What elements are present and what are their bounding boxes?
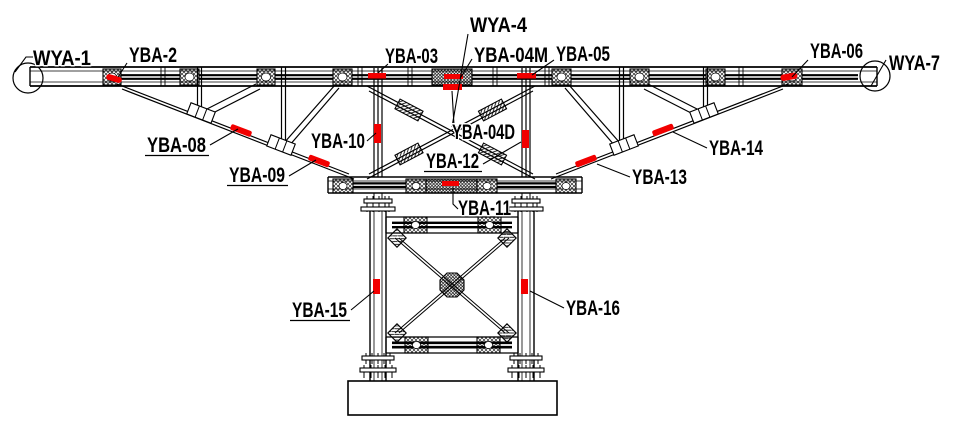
right-king-post bbox=[521, 68, 531, 177]
left-vertical-2 bbox=[280, 67, 287, 145]
leader-lines bbox=[14, 33, 887, 311]
gauge-yba14 bbox=[652, 123, 674, 137]
left-fan-diagonal-2 bbox=[283, 84, 340, 147]
strain-gauge-markers bbox=[106, 72, 798, 294]
gauge-yba12 bbox=[522, 130, 529, 148]
label-yba04d: YBA-04D bbox=[452, 121, 515, 144]
gauge-yba13 bbox=[575, 154, 597, 168]
right-main-diagonal bbox=[550, 83, 789, 180]
upper-tie-beam bbox=[385, 216, 519, 234]
label-yba16: YBA-16 bbox=[566, 297, 620, 320]
leg-base-flanges bbox=[359, 353, 545, 378]
sensor-labels: WYA-1 YBA-2 YBA-03 WYA-4 YBA-04M YBA-05 … bbox=[32, 13, 942, 324]
left-end-circle-marker bbox=[12, 62, 44, 94]
label-yba11: YBA-11 bbox=[458, 197, 511, 220]
label-yba15: YBA-15 bbox=[292, 299, 347, 322]
label-yba12: YBA-12 bbox=[426, 150, 479, 173]
label-yba05: YBA-05 bbox=[556, 43, 610, 66]
left-king-post bbox=[373, 68, 383, 177]
right-end-circle-marker bbox=[859, 60, 891, 92]
label-yba06: YBA-06 bbox=[810, 40, 863, 63]
label-yba14: YBA-14 bbox=[709, 137, 763, 160]
label-yba10: YBA-10 bbox=[311, 130, 365, 153]
gauge-yba06 bbox=[780, 72, 798, 81]
gauge-yba08 bbox=[230, 124, 252, 137]
label-wya4: WYA-4 bbox=[470, 14, 527, 37]
main-diagonal-sleeves bbox=[186, 102, 719, 156]
foundation-base bbox=[347, 380, 558, 416]
label-yba03: YBA-03 bbox=[385, 45, 438, 68]
right-fan-diagonal-2 bbox=[564, 84, 621, 147]
left-screw-jack bbox=[360, 193, 396, 212]
left-fan-diagonal-1 bbox=[204, 83, 261, 116]
gauge-yba15 bbox=[373, 279, 380, 294]
chord-stiffener-ticks bbox=[160, 67, 744, 86]
label-yba13: YBA-13 bbox=[632, 166, 687, 189]
cap-beam bbox=[327, 176, 583, 194]
gauge-yba09 bbox=[308, 154, 330, 168]
left-base-flange bbox=[359, 353, 397, 378]
gauge-yba04m bbox=[444, 74, 463, 79]
gauge-yba11 bbox=[442, 181, 459, 186]
x-panel-sleeves bbox=[394, 98, 508, 166]
label-yba2: YBA-2 bbox=[129, 44, 177, 67]
chord-tie-rods bbox=[121, 74, 858, 80]
label-yba08: YBA-08 bbox=[147, 134, 206, 157]
label-yba04m: YBA-04M bbox=[474, 44, 548, 67]
right-fan-diagonal-1 bbox=[643, 83, 700, 116]
label-wya1: WYA-1 bbox=[33, 47, 91, 70]
gauge-yba10 bbox=[374, 124, 381, 143]
gauge-yba03 bbox=[368, 73, 386, 79]
gauge-yba05 bbox=[517, 73, 536, 79]
gauge-yba04d bbox=[443, 84, 462, 90]
screw-jacks bbox=[360, 193, 544, 212]
right-base-flange bbox=[507, 353, 545, 378]
right-vertical-2 bbox=[618, 67, 625, 145]
gauge-yba2 bbox=[106, 74, 122, 83]
label-wya7: WYA-7 bbox=[889, 52, 940, 75]
brace-center-hub bbox=[439, 272, 465, 298]
gauge-yba16 bbox=[521, 279, 528, 294]
right-screw-jack bbox=[508, 193, 544, 212]
lower-tie-beam bbox=[385, 336, 519, 354]
label-yba09: YBA-09 bbox=[229, 164, 285, 187]
